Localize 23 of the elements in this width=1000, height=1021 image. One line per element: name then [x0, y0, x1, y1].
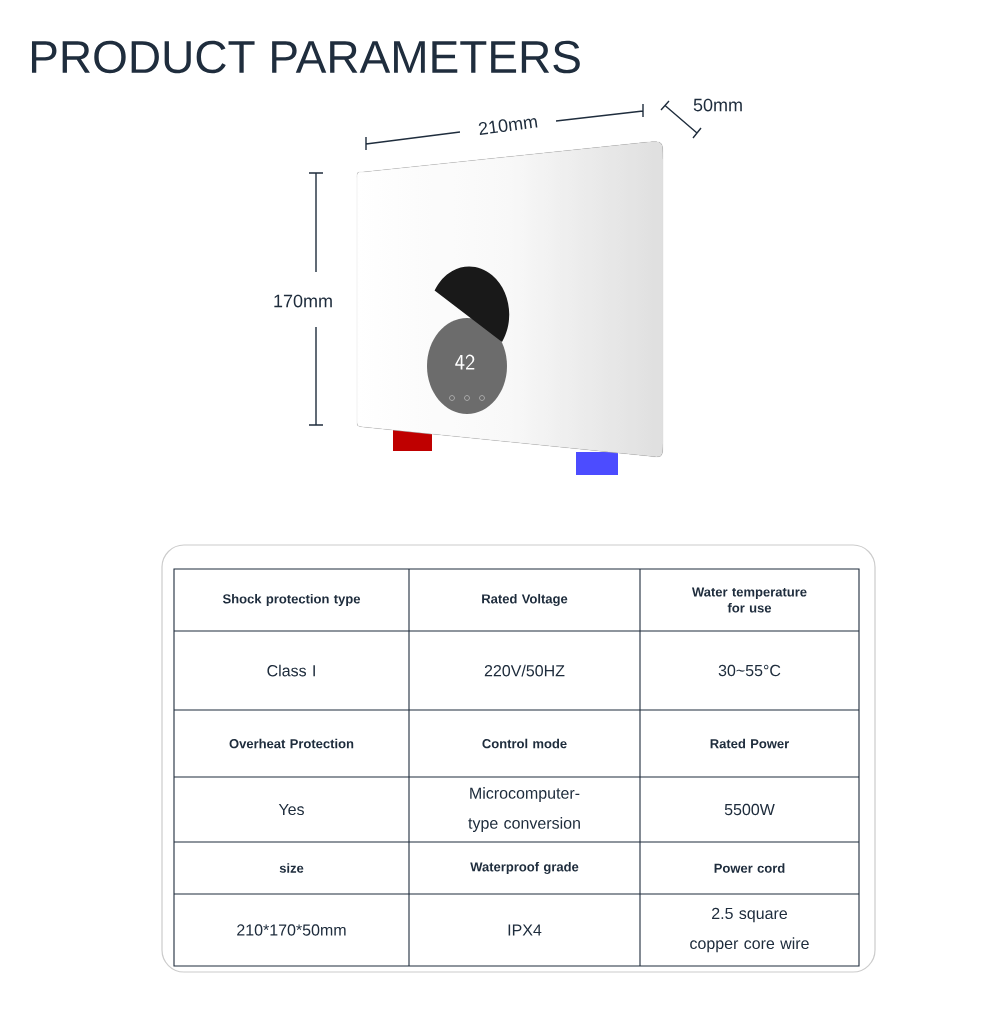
value-cell: Class I — [267, 664, 315, 677]
header-cell: Rated Power — [710, 738, 790, 749]
value-cell: 30~55°C — [718, 664, 781, 677]
header-cell: Control mode — [482, 738, 567, 749]
header-cell: Rated Voltage — [482, 593, 568, 607]
value-cell: 2.5 square copper core wire — [690, 907, 809, 953]
header-cell: Waterproof grade — [470, 861, 579, 875]
value-cell: 210*170*50mm — [237, 924, 346, 936]
value-cell: 5500W — [724, 803, 775, 816]
display-digits: 42 — [455, 354, 475, 370]
dimension-label: 210mm — [478, 118, 538, 135]
title: PRODUCT PARAMETERS — [32, 40, 580, 74]
header-cell: Power cord — [714, 863, 785, 873]
header-cell: Shock protection type — [222, 593, 361, 607]
value-cell: IPX4 — [508, 924, 542, 936]
header-cell: Water temperature for use — [691, 587, 807, 613]
dimension-label: 50mm — [693, 98, 742, 112]
value-cell: 220V/50HZ — [484, 664, 565, 677]
value-cell: Microcomputer- type conversion — [468, 787, 580, 832]
header-cell: size — [279, 863, 304, 873]
value-cell: Yes — [278, 803, 304, 816]
dimension-label: 170mm — [274, 294, 332, 308]
header-cell: Overheat Protection — [229, 738, 354, 749]
